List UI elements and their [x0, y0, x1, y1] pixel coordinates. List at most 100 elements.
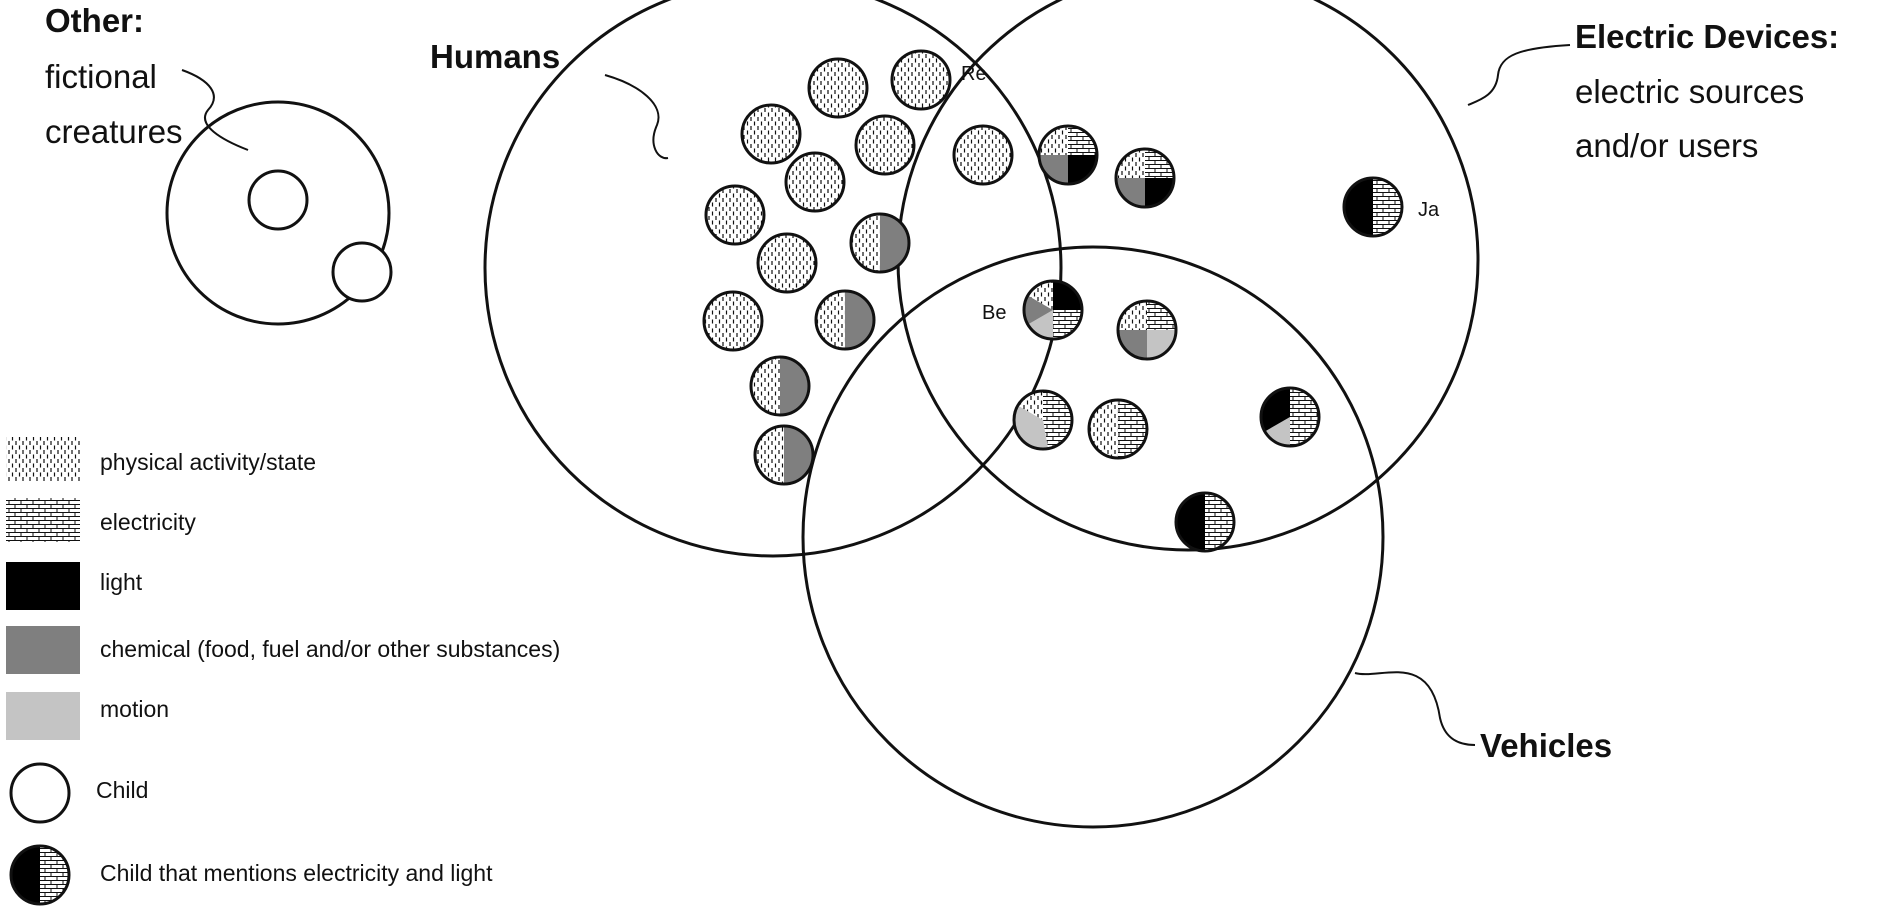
- child-other-1: [247, 169, 309, 231]
- legend-child-electric-light-glyph: [9, 844, 71, 906]
- legend-label-motion: motion: [100, 696, 169, 722]
- child-electric-vehicles-2: [1174, 491, 1236, 553]
- electric-devices-description-line-1: electric sources: [1575, 73, 1804, 110]
- child-humans-physical-chemical-4: [753, 424, 815, 486]
- child-wedge: [755, 426, 784, 484]
- legend-label-child: Child: [96, 777, 148, 803]
- electric-devices-leader-line: [1467, 44, 1571, 106]
- child-fill: [954, 126, 1012, 184]
- child-triple-3: [1012, 389, 1074, 451]
- child-wedge: [880, 214, 909, 272]
- child-wedge: [1118, 330, 1147, 359]
- child-wedge: [1118, 400, 1147, 458]
- child-outline: [1087, 398, 1149, 460]
- child-outline: [952, 124, 1014, 186]
- child-fill: [892, 51, 950, 109]
- child-wedge: [816, 291, 845, 349]
- child-label-re: Re: [961, 63, 987, 85]
- legend-child-electric-light-symbol: [9, 844, 71, 906]
- child-outline: [1174, 491, 1236, 553]
- child-wedge: [1145, 178, 1174, 207]
- other-description-line-2: creatures: [45, 113, 183, 150]
- child-outline: [740, 103, 802, 165]
- legend-label-child-electric-light: Child that mentions electricity and ligh…: [100, 860, 493, 886]
- child-humans-electric-1: [1037, 124, 1099, 186]
- child-wedge: [40, 846, 69, 904]
- electric-devices-title: Electric Devices:: [1575, 18, 1839, 55]
- child-electric-vehicles-1: [1259, 386, 1321, 448]
- child-humans-physical-chemical-2: [814, 289, 876, 351]
- legend-swatch-electricity: [6, 498, 80, 542]
- child-label-be: Be: [982, 302, 1006, 324]
- child-outline: [890, 49, 952, 111]
- humans-title: Humans: [430, 38, 560, 75]
- child-humans-physical-1: [807, 57, 869, 119]
- child-fill: [786, 153, 844, 211]
- child-humans-physical-8: [756, 232, 818, 294]
- legend-swatch-physical: [6, 437, 80, 481]
- child-triple-be: [1022, 279, 1084, 341]
- child-fill: [758, 234, 816, 292]
- legend-label-light: light: [100, 569, 143, 595]
- child-outline: [702, 290, 764, 352]
- child-wedge: [1145, 149, 1174, 178]
- child-humans-electric-2: [1114, 147, 1176, 209]
- vehicles-title: Vehicles: [1480, 727, 1612, 764]
- child-humans-physical-9: [702, 290, 764, 352]
- legend-label-chemical: chemical (food, fuel and/or other substa…: [100, 636, 560, 662]
- legend-child-symbol: [9, 762, 71, 824]
- legend: physical activity/state electricity ligh…: [6, 437, 560, 906]
- child-humans-physical-chemical-3: [749, 355, 811, 417]
- child-humans-physical-5: [952, 124, 1014, 186]
- child-wedge: [1290, 388, 1319, 446]
- child-outline: [1012, 389, 1074, 451]
- legend-label-electricity: electricity: [100, 509, 196, 535]
- other-description-line-1: fictional: [45, 58, 157, 95]
- child-wedge: [1147, 330, 1176, 359]
- child-wedge: [784, 426, 813, 484]
- child-wedge: [1039, 155, 1068, 184]
- child-outline: [849, 212, 911, 274]
- other-set-circle: [165, 100, 391, 326]
- child-wedge: [1068, 155, 1097, 184]
- child-outline: [753, 424, 815, 486]
- child-wedge: [1373, 178, 1402, 236]
- child-wedge: [1068, 126, 1097, 155]
- child-triple-2: [1116, 299, 1178, 361]
- child-fill: [706, 186, 764, 244]
- child-outline: [1259, 386, 1321, 448]
- child-electric-ja: [1342, 176, 1404, 238]
- legend-swatch-light: [6, 562, 80, 610]
- child-wedge: [1116, 149, 1145, 178]
- child-outline: [1114, 147, 1176, 209]
- child-humans-physical-6: [784, 151, 846, 213]
- child-wedge: [751, 357, 780, 415]
- child-wedge: [1116, 178, 1145, 207]
- child-outline: [1342, 176, 1404, 238]
- child-wedge: [1024, 295, 1053, 325]
- legend-label-physical: physical activity/state: [100, 449, 316, 475]
- child-humans-physical-2: [890, 49, 952, 111]
- child-wedge: [1089, 400, 1118, 458]
- child-outline: [1116, 299, 1178, 361]
- child-outline: [9, 844, 71, 906]
- child-other-2: [331, 241, 393, 303]
- child-fill: [704, 292, 762, 350]
- child-wedge: [1039, 126, 1068, 155]
- child-label-ja: Ja: [1418, 199, 1440, 221]
- child-fill: [856, 116, 914, 174]
- child-outline: [1037, 124, 1099, 186]
- child-humans-physical-chemical-1: [849, 212, 911, 274]
- child-outline: [854, 114, 916, 176]
- child-wedge: [1043, 391, 1073, 449]
- child-wedge: [1013, 405, 1049, 449]
- child-fill: [742, 105, 800, 163]
- child-triple-4: [1087, 398, 1149, 460]
- child-wedge: [1147, 301, 1176, 330]
- child-wedge: [1053, 281, 1082, 310]
- child-outline: [784, 151, 846, 213]
- legend-swatch-motion: [6, 692, 80, 740]
- other-title: Other:: [45, 2, 144, 39]
- electric-devices-description-line-2: and/or users: [1575, 127, 1758, 164]
- child-wedge: [1205, 493, 1234, 551]
